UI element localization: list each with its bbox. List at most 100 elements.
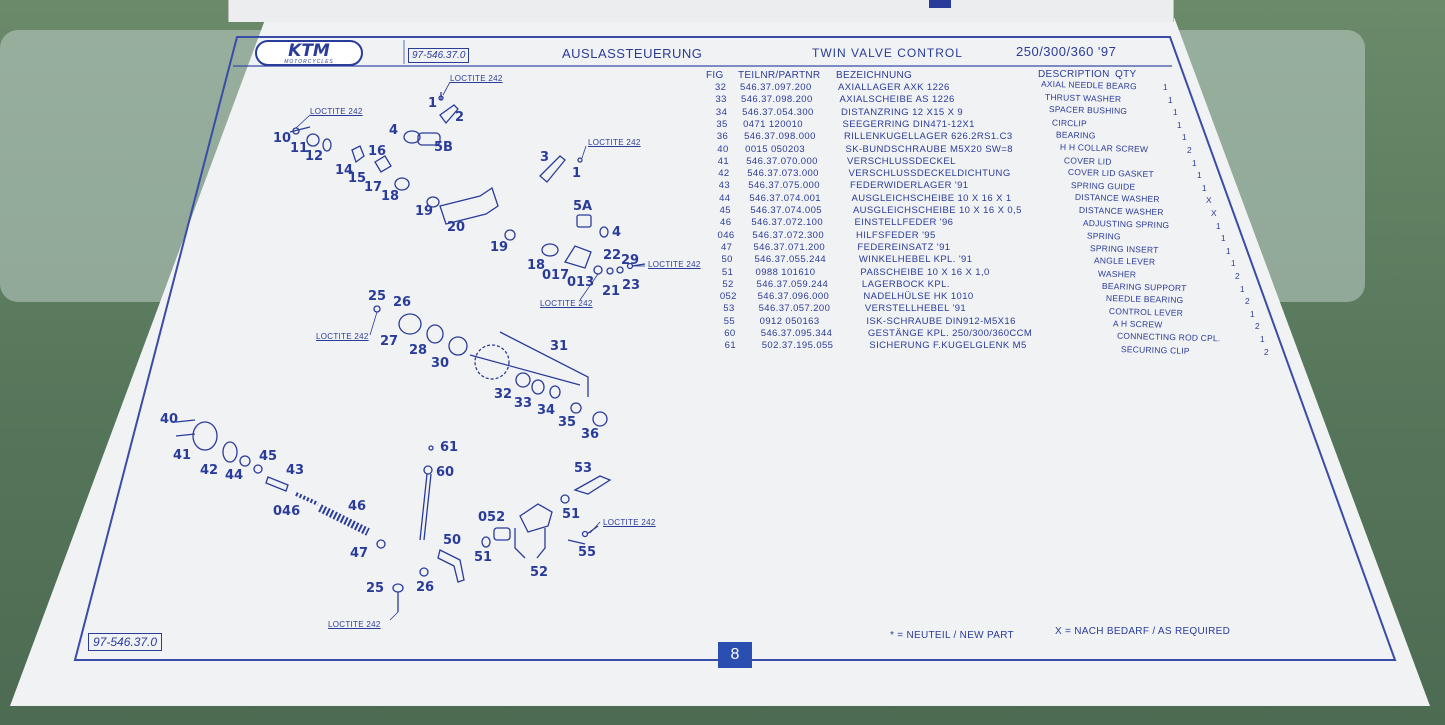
callout-4: 4 bbox=[389, 123, 399, 138]
row-partnr: 546.37.071.200 bbox=[753, 241, 826, 253]
callout-45: 45 bbox=[259, 449, 278, 464]
row-partnr: 0988 101610 bbox=[755, 266, 816, 278]
row-fig: 53 bbox=[723, 303, 735, 315]
callout-16: 16 bbox=[368, 144, 387, 159]
callout-51b: 51 bbox=[474, 550, 493, 565]
footer-doc-number: 97-546.37.0 bbox=[88, 633, 163, 651]
callout-26b: 26 bbox=[416, 580, 435, 595]
row-partnr: 546.37.072.300 bbox=[752, 229, 825, 241]
callout-44: 44 bbox=[225, 468, 244, 483]
row-fig: 46 bbox=[720, 217, 732, 229]
callout-22: 22 bbox=[603, 248, 622, 263]
row-partnr: 546.37.059.244 bbox=[756, 278, 829, 290]
row-fig: 34 bbox=[715, 106, 728, 118]
row-bezeichnung: WINKELHEBEL KPL. '91 bbox=[858, 254, 973, 266]
row-fig: 52 bbox=[722, 278, 734, 290]
part-2-lever bbox=[439, 104, 459, 125]
footer-as-required-legend: X = NACH BEDARF / AS REQUIRED bbox=[1055, 626, 1231, 637]
row-bezeichnung: SICHERUNG F.KUGELGLENK M5 bbox=[869, 340, 1027, 352]
callout-36: 36 bbox=[581, 427, 600, 442]
ktm-logo: KTM MOTORCYCLES bbox=[255, 40, 363, 66]
row-partnr: 546.37.054.300 bbox=[742, 106, 814, 118]
row-bezeichnung: SK-BUNDSCHRAUBE M5X20 SW=8 bbox=[845, 143, 1013, 155]
row-bezeichnung: AUSGLEICHSCHEIBE 10 X 16 X 1 bbox=[851, 192, 1012, 204]
row-partnr: 0015 050203 bbox=[745, 143, 806, 155]
loctite-label: LOCTITE 242 bbox=[603, 518, 656, 527]
row-fig: 43 bbox=[718, 180, 731, 192]
callout-46: 46 bbox=[348, 499, 367, 514]
col-header-qty: QTY bbox=[1115, 69, 1137, 80]
row-fig: 50 bbox=[721, 254, 733, 266]
row-partnr: 0912 050163 bbox=[759, 315, 820, 327]
callout-29: 29 bbox=[621, 253, 640, 268]
row-bezeichnung: PAßSCHEIBE 10 X 16 X 1,0 bbox=[860, 266, 990, 278]
callout-052: 052 bbox=[478, 510, 506, 525]
callout-12: 12 bbox=[305, 149, 324, 164]
row-bezeichnung: VERSCHLUSSDECKEL bbox=[846, 155, 956, 167]
col-header-description: DESCRIPTION bbox=[1038, 69, 1110, 80]
row-partnr: 546.37.075.000 bbox=[748, 180, 820, 192]
row-partnr: 546.37.098.000 bbox=[744, 131, 816, 143]
callout-25: 25 bbox=[368, 289, 387, 304]
row-bezeichnung: DISTANZRING 12 X15 X 9 bbox=[840, 106, 964, 118]
row-fig: 046 bbox=[717, 229, 735, 241]
callout-61: 61 bbox=[440, 440, 459, 455]
row-fig: 42 bbox=[718, 168, 730, 180]
callout-30: 30 bbox=[431, 356, 450, 371]
row-fig: 55 bbox=[723, 315, 736, 327]
callout-1: 1 bbox=[428, 96, 438, 111]
row-bezeichnung: RILLENKUGELLAGER 626.2RS1.C3 bbox=[843, 131, 1013, 143]
row-partnr: 0471 120010 bbox=[743, 118, 803, 130]
callout-4b: 4 bbox=[612, 225, 622, 240]
logo-subtitle: MOTORCYCLES bbox=[284, 59, 334, 65]
callout-5A: 5A bbox=[573, 199, 593, 214]
callout-27: 27 bbox=[380, 334, 399, 349]
row-fig: 51 bbox=[721, 266, 734, 278]
row-fig: 60 bbox=[724, 328, 736, 339]
model-range: 250/300/360 '97 bbox=[1016, 44, 1117, 59]
title-english: TWIN VALVE CONTROL bbox=[812, 46, 963, 60]
callout-5B: 5B bbox=[434, 140, 453, 155]
callout-23: 23 bbox=[622, 278, 641, 293]
callout-20: 20 bbox=[447, 220, 466, 235]
callout-42: 42 bbox=[200, 463, 219, 478]
row-fig: 32 bbox=[715, 82, 727, 93]
row-partnr: 546.37.057.200 bbox=[758, 303, 831, 315]
loctite-label: LOCTITE 242 bbox=[316, 332, 369, 341]
callout-19: 19 bbox=[415, 204, 434, 219]
loctite-label: LOCTITE 242 bbox=[310, 107, 363, 116]
callout-53: 53 bbox=[574, 461, 593, 476]
callout-17: 17 bbox=[364, 180, 383, 195]
row-partnr: 546.37.098.200 bbox=[741, 94, 813, 106]
footer-new-part-legend: * = NEUTEIL / NEW PART bbox=[890, 630, 1014, 641]
page-top-edge bbox=[228, 0, 1174, 22]
callout-60: 60 bbox=[436, 465, 455, 480]
row-fig: 36 bbox=[716, 131, 729, 143]
row-fig: 33 bbox=[715, 94, 727, 106]
row-partnr: 546.37.055.244 bbox=[754, 254, 827, 266]
callout-32: 32 bbox=[494, 387, 513, 402]
title-german: AUSLASSTEUERUNG bbox=[562, 46, 703, 61]
callout-40: 40 bbox=[160, 412, 179, 427]
row-fig: 44 bbox=[719, 192, 731, 204]
callout-18: 18 bbox=[381, 189, 400, 204]
page-tab-marker bbox=[929, 0, 951, 8]
callout-34: 34 bbox=[537, 403, 556, 418]
callout-51: 51 bbox=[562, 507, 581, 522]
callout-14: 14 bbox=[335, 163, 354, 178]
logo-word: KTM bbox=[288, 41, 330, 61]
row-fig: 41 bbox=[717, 155, 730, 167]
catalog-page bbox=[10, 18, 1430, 706]
row-bezeichnung: VERSTELLHEBEL '91 bbox=[864, 303, 967, 315]
row-fig: 61 bbox=[724, 340, 737, 352]
loctite-label: LOCTITE 242 bbox=[540, 299, 593, 308]
row-partnr: 546.37.074.001 bbox=[749, 192, 821, 204]
callout-35: 35 bbox=[558, 415, 577, 430]
part-20-valve-shaft bbox=[439, 186, 499, 225]
loctite-label: LOCTITE 242 bbox=[648, 260, 701, 269]
callout-55: 55 bbox=[578, 545, 597, 560]
callout-3: 3 bbox=[540, 150, 550, 165]
callout-10: 10 bbox=[273, 131, 292, 146]
callout-25b: 25 bbox=[366, 581, 385, 596]
